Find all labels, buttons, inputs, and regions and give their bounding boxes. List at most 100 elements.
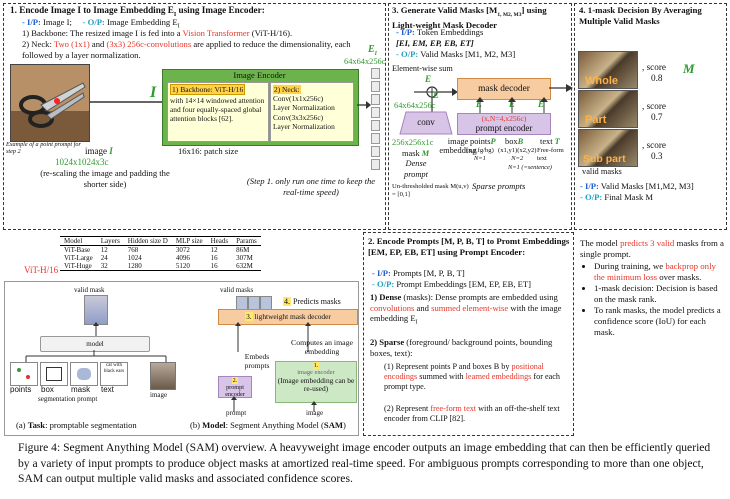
fig-b-image-encoder: 1. image encoder (Image embedding can be… xyxy=(275,361,357,403)
fig-a-caption: (a) Task: promptable segmentation xyxy=(16,420,137,430)
fig-a-seg-prompt: segmentation prompt xyxy=(38,395,98,403)
col-layers: Layers xyxy=(96,236,124,246)
points-label: pointsP xyxy=(470,137,496,146)
fig-a-valid-mask-img xyxy=(84,295,108,325)
bullet-decision: 1-mask decision: Decision is based on th… xyxy=(594,283,726,305)
fig-b-image-label: image xyxy=(306,409,324,417)
backbone-title: 1) Backbone: ViT-H/16 xyxy=(170,84,246,95)
conv-trapezoid xyxy=(399,111,453,135)
sparse-prompts-label: Sparse prompts xyxy=(472,181,526,191)
panel3-title: 3. Generate Valid Masks [M1, M2, M3] usi… xyxy=(392,5,547,31)
arrow-to-encoder xyxy=(90,98,170,106)
panel-encode-image xyxy=(3,3,386,230)
image-label: image I xyxy=(85,146,113,156)
col-heads: Heads xyxy=(206,236,233,246)
panel1-item1: 1) Backbone: The resized image I is fed … xyxy=(22,28,293,38)
figure-frame xyxy=(4,281,359,436)
valid-masks-label: valid masks xyxy=(582,167,622,176)
image-size: 1024x1024x3c xyxy=(55,157,109,167)
figure-caption: Figure 4: Segment Anything Model (SAM) o… xyxy=(18,441,711,486)
fig-b-embeds: Embeds prompts xyxy=(244,352,270,370)
fig-a-arrow-up xyxy=(93,322,99,336)
fig-a-prompt-mask xyxy=(70,362,98,386)
emb-size-bottom: 64x64x256c xyxy=(394,101,436,110)
sum-node xyxy=(414,86,458,120)
embedding-stack xyxy=(371,68,380,170)
scissors-icon xyxy=(11,65,89,141)
panel-encode-prompts xyxy=(363,232,574,436)
panel4-title: 4. 1-mask Decision By Averaging Multiple… xyxy=(579,5,702,26)
fig-b-mask-stack xyxy=(236,296,272,310)
elementwise-label: Element-wise sum xyxy=(392,64,453,73)
panel3-ip: - I/P: Token Embeddings [EI, EM, EP, EB,… xyxy=(396,27,484,48)
EP-mark: E xyxy=(476,99,483,109)
decoder-out-arrow xyxy=(549,84,573,92)
vit-table: Model Layers Hidden size D MLP size Head… xyxy=(60,236,261,271)
col-params: Params xyxy=(232,236,261,246)
M-final-label: M xyxy=(683,61,695,76)
panel2-io: - I/P: Prompts [M, P, B, T] - O/P: Promp… xyxy=(372,268,531,289)
fig-b-prompt-encoder: 2. prompt encoder xyxy=(218,376,252,398)
panel-mask-decision xyxy=(574,3,727,230)
points-desc: (x,y,fg/bg)N=1 xyxy=(466,147,494,162)
image-embedding-label: image embedding xyxy=(439,137,477,155)
fig-a-model-box: model xyxy=(40,336,150,352)
panel2-sparse: 2) Sparse (foreground/ background points… xyxy=(370,337,553,358)
fig-a-image-label: image xyxy=(150,391,168,399)
arrow-I-label: I xyxy=(150,84,157,101)
col-model: Model xyxy=(60,236,97,246)
panel1-io: - I/P: Image I; - O/P: Image Embedding E… xyxy=(22,17,180,30)
whole-label: Whole xyxy=(585,75,618,87)
mask-decoder-box: mask decoder xyxy=(457,78,551,100)
panel2-sparse-2: (2) Represent free-form text with an off… xyxy=(384,404,560,423)
embedding-size: 64x64x256c xyxy=(344,57,386,66)
unthresholded-label: Un-thresholded mask M(u,v) = [0,1] xyxy=(392,183,469,198)
step-note: (Step 1. only run one time to keep the r… xyxy=(246,176,376,197)
bullet-training: During training, we backprop only the mi… xyxy=(594,261,726,283)
col-hidden: Hidden size D xyxy=(123,236,172,246)
fig-a-prompt-text: cat with black ears xyxy=(100,362,128,386)
conv-label: conv xyxy=(417,117,435,127)
box-label: boxB xyxy=(505,137,524,146)
prompt-encoder-box: (x,N=4,x256c) prompt encoder xyxy=(457,113,551,135)
backbone-desc: with 14×14 windowed attention and four e… xyxy=(170,96,265,123)
fig-b-arrows-in xyxy=(231,396,317,412)
panel2-dense: 1) Dense (masks): Dense prompts are embe… xyxy=(370,292,562,326)
vit-h16-highlight: ViT-H/16 xyxy=(24,265,59,275)
text-desc: Free-form text xyxy=(537,147,564,162)
panel4-io: - I/P: Valid Masks [M1,M2, M3] - O/P: Fi… xyxy=(580,181,694,202)
panel1-title: 1. Encode Image I to Image Embedding EI … xyxy=(10,5,265,18)
fig-a-prompt-box xyxy=(40,362,68,386)
fig-b-valid-masks-label: valid masks xyxy=(220,286,254,294)
EI-mark: E xyxy=(425,74,432,84)
panel3-op: - O/P: Valid Masks [M1, M2, M3] xyxy=(396,49,516,59)
panel2-sparse-1: (1) Represent points P and boxes B by po… xyxy=(384,362,561,391)
patch-size: 16x16: patch size xyxy=(178,146,239,156)
subpart-label: Sub part xyxy=(583,153,626,165)
ET-mark: E xyxy=(538,99,545,109)
mask-subpart-thumb: Sub part xyxy=(578,129,638,167)
box-desc: (x1,y1)(x2,y2)N=2 xyxy=(498,147,537,162)
text-label: text T xyxy=(540,137,560,146)
fig-b-arrows-up xyxy=(235,322,311,352)
panel-generate-masks xyxy=(388,3,572,230)
EM-mark: E xyxy=(433,90,440,100)
text-N: N=1 (=sentence) xyxy=(508,164,552,171)
EI-label: EI xyxy=(368,44,378,57)
fig-b-prompt-label: prompt xyxy=(226,409,247,417)
mask-whole-thumb: Whole xyxy=(578,51,638,89)
part-label: Part xyxy=(585,114,607,126)
mask-part-thumb: Part xyxy=(578,90,638,128)
fig-b-predicts: 4. Predicts masks xyxy=(283,297,341,306)
fig-a-image xyxy=(150,362,176,390)
scissors-photo xyxy=(10,64,90,142)
neck-lines: 2) Neck: Conv(1x1x256c) Layer Normalizat… xyxy=(273,85,335,131)
